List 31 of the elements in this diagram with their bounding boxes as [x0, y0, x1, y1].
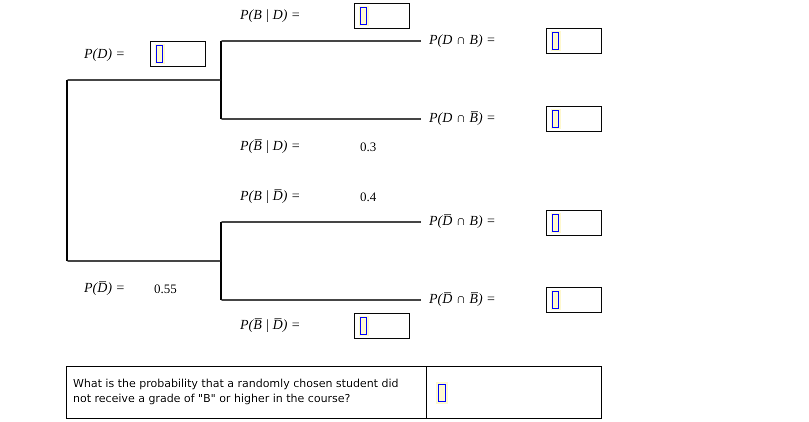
- tree-branch-line: [68, 79, 220, 81]
- answer-field: [546, 287, 602, 313]
- answer-field: [354, 313, 410, 339]
- tree-branch-line: [222, 299, 421, 301]
- answer-field: [546, 28, 602, 54]
- probability-value: 0.55: [154, 281, 177, 297]
- probability-formula: P(D ∩ B) =: [429, 33, 496, 49]
- tree-branch-line: [222, 118, 421, 120]
- edge-label: P(B̅ | D̅) =: [240, 318, 300, 334]
- question-table: [66, 366, 602, 419]
- tree-junction-line: [66, 80, 68, 261]
- edge-label: P(D̅) =: [84, 281, 125, 297]
- tree-junction-line: [220, 41, 222, 119]
- tree-branch-line: [222, 40, 421, 42]
- tree-junction-line: [220, 222, 222, 300]
- tree-branch-line: [222, 221, 421, 223]
- question-text: What is the probability that a randomly chosen student did not receive a grade of "B" or higher in the course?: [67, 367, 427, 418]
- answer-field: [354, 3, 410, 29]
- probability-value: 0.3: [360, 139, 376, 155]
- edge-label: P(B̅ | D) =: [240, 139, 300, 155]
- probability-formula: P(D ∩ B̅) =: [429, 111, 496, 127]
- answer-field: [546, 106, 602, 132]
- edge-label: P(D) =: [84, 47, 125, 63]
- answer-field: [546, 210, 602, 236]
- edge-label: P(B | D̅) =: [240, 189, 300, 205]
- edge-label: P(B | D) =: [240, 8, 300, 24]
- probability-formula: P(D̅ ∩ B̅) =: [429, 292, 496, 308]
- probability-value: 0.4: [360, 189, 376, 205]
- answer-field: [150, 41, 206, 67]
- probability-formula: P(D̅ ∩ B) =: [429, 214, 496, 230]
- tree-branch-line: [68, 260, 220, 262]
